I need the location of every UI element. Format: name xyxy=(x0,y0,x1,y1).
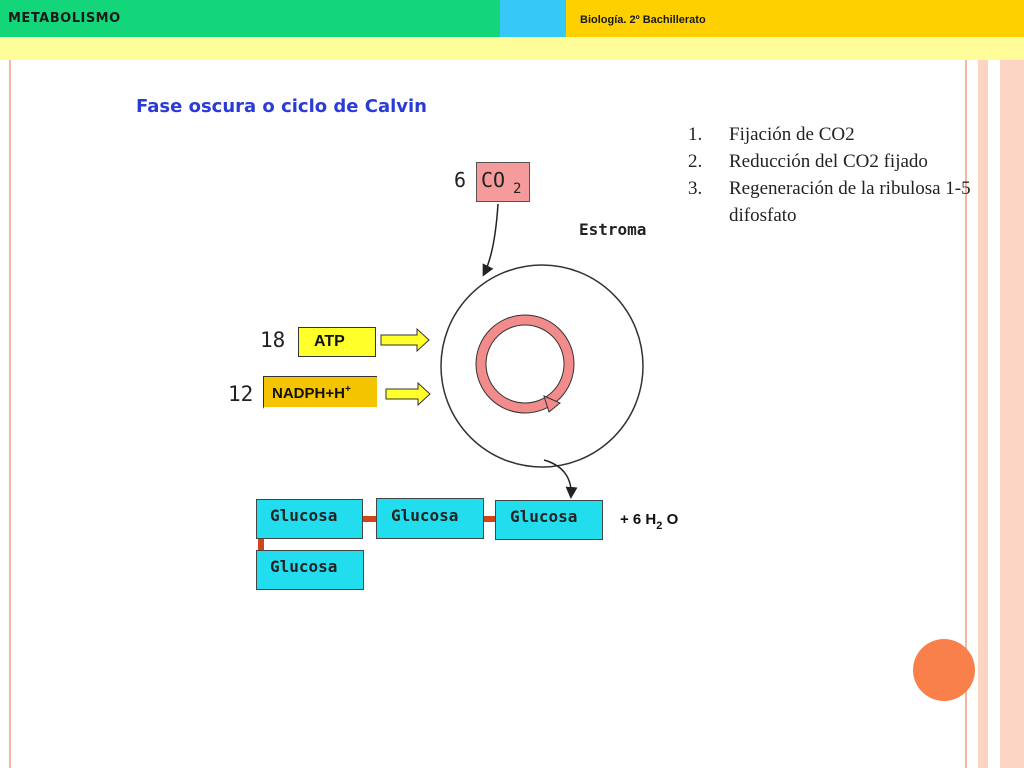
atp-count: 18 xyxy=(260,328,286,352)
water-subscript: 2 xyxy=(656,520,663,532)
right-frame-stripe xyxy=(978,60,988,768)
glucose-label: Glucosa xyxy=(270,506,338,525)
header-strip xyxy=(0,37,1024,60)
water-suffix: O xyxy=(662,511,679,528)
cycle-ring xyxy=(476,315,574,413)
glucose-box xyxy=(256,550,364,590)
co2-box xyxy=(476,162,530,202)
step-item: 2. Reducción del CO2 fijado xyxy=(688,148,989,175)
glucose-box xyxy=(376,498,484,539)
co2-arrow xyxy=(482,203,499,277)
step-number: 2. xyxy=(688,151,703,172)
nadph-count: 12 xyxy=(228,382,254,406)
co2-label: CO xyxy=(481,168,506,192)
header-blue-band xyxy=(500,0,566,37)
stroma-circle xyxy=(440,264,644,468)
nadph-superscript: + xyxy=(344,384,351,395)
right-frame-stripe xyxy=(1000,60,1024,768)
glucose-label: Glucosa xyxy=(270,557,338,576)
glucose-label: Glucosa xyxy=(510,507,578,526)
water-label: + 6 H2 O xyxy=(620,511,679,532)
glucose-box xyxy=(256,499,363,539)
output-arrow xyxy=(543,459,578,499)
glucose-bond xyxy=(258,538,264,552)
nadph-label-text: NADPH+H xyxy=(272,385,345,402)
left-frame-line xyxy=(9,60,11,768)
glucose-label: Glucosa xyxy=(391,506,459,525)
cycle-arrowhead xyxy=(543,395,561,413)
decorative-orange-circle xyxy=(913,639,975,701)
step-number: 1. xyxy=(688,124,703,145)
water-prefix: + 6 H xyxy=(620,511,657,528)
step-number: 3. xyxy=(688,178,703,199)
atp-label: ATP xyxy=(314,333,345,350)
header-subtitle: Biología. 2º Bachillerato xyxy=(580,14,706,26)
step-text: Reducción del CO2 fijado xyxy=(729,151,928,172)
step-text: Regeneración de la ribulosa 1-5 difosfat… xyxy=(729,178,971,226)
glucose-bond xyxy=(483,516,497,522)
header-green-band xyxy=(0,0,500,37)
glucose-box xyxy=(495,500,603,540)
nadph-label: NADPH+H+ xyxy=(272,384,351,402)
glucose-bond xyxy=(362,516,378,522)
nadph-arrow xyxy=(385,381,431,407)
header-yellow-band xyxy=(566,0,1024,37)
right-frame-line xyxy=(965,60,967,768)
header-title: METABOLISMO xyxy=(8,11,121,26)
nadph-box xyxy=(263,376,377,409)
atp-box xyxy=(298,327,376,357)
step-item: 3. Regeneración de la ribulosa 1-5 difosf… xyxy=(688,175,989,229)
slide-title: Fase oscura o ciclo de Calvin xyxy=(136,96,427,117)
co2-subscript: 2 xyxy=(513,181,522,197)
atp-arrow xyxy=(380,327,430,353)
step-text: Fijación de CO2 xyxy=(729,124,855,145)
step-item: 1. Fijación de CO2 xyxy=(688,121,989,148)
steps-list: 1. Fijación de CO2 2. Reducción del CO2 fi… xyxy=(688,121,989,229)
co2-count: 6 xyxy=(454,168,467,192)
estroma-label: Estroma xyxy=(579,220,647,239)
